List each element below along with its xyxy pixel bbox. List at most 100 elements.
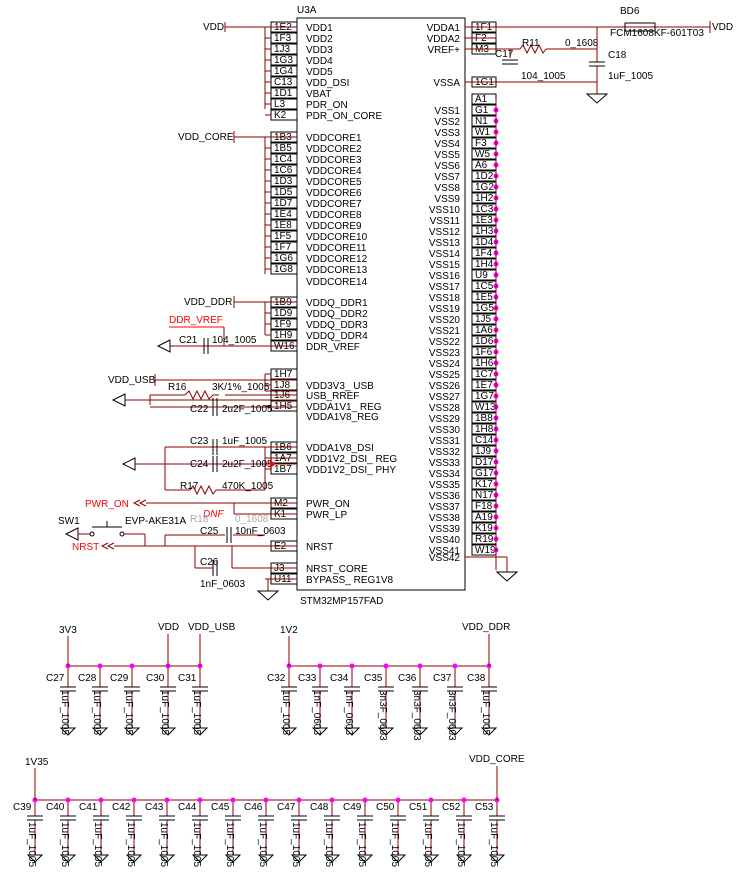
pin-name: PWR_LP [306,510,347,521]
pin-name: VSS14 [429,249,461,260]
r18-ref: R18 [190,514,209,525]
pin-number: D17 [475,457,494,468]
pin-number: 1F5 [274,231,292,242]
ground-symbol [191,854,209,863]
r18-value: 0_1608 [235,514,269,525]
capacitor-value: 1uF_1005 [422,822,433,867]
pin-number: 1C5 [475,281,494,292]
pin-number: K19 [475,523,493,534]
junction-dot [65,797,71,803]
capacitor-ref: C39 [13,802,32,813]
pin-name: VDDCORE7 [306,199,362,210]
pin-number: 1B8 [475,413,493,424]
pin-name: VDD4 [306,56,333,67]
decoupling-row-1: C271uF_1005C281uF_1005C291uF_1005C301uF_… [46,634,498,741]
pin-name: VSS26 [429,381,461,392]
pin-number: 1G5 [475,303,494,314]
capacitor-value: 1uF_1005 [191,690,202,735]
pin-name: VSS29 [429,414,461,425]
rail-label-vdd-usb: VDD_USB [188,622,236,633]
c24-ref: C24 [190,459,209,470]
capacitor-ref: C43 [145,802,164,813]
ground-symbol [323,854,341,863]
rail-label-vdd-ddr: VDD_DDR [462,622,510,633]
junction-dot [317,663,323,669]
ic-right-pins: 1F1VDDA1F2VDDA2M3VREF+1G1VSSAA1G1VSS1N1V… [427,21,499,564]
junction-dot [329,797,335,803]
ground-symbol [311,727,329,736]
c25-ref: C25 [200,526,219,537]
pin-number: 1G7 [475,391,494,402]
pin-number: A1 [475,94,488,105]
capacitor-value: 1uF_1005 [158,822,169,867]
capacitor-value: 1uF_1005 [356,822,367,867]
capacitor-value: 1nF_0603 [311,690,322,735]
pin-name: VREF+ [427,45,460,56]
c18-ref: C18 [608,50,627,61]
capacitor-value: 1uF_1005 [159,690,170,735]
pin-name: BYPASS_ REG1V8 [306,575,394,586]
pin-number: 1H9 [274,330,293,341]
pin-name: VDDA1V1_ REG [306,402,382,413]
pin-name: VDD1V2_DSI_ REG [306,454,397,465]
r17-value: 470K_1005 [222,481,274,492]
c26-value: 1nF_0603 [200,579,245,590]
c17-ref: C17 [495,49,514,60]
ground-symbol [280,727,298,736]
pin-number: 1H4 [475,259,494,270]
pin-number: F3 [475,138,487,149]
bd6-ref: BD6 [620,6,640,17]
r11-value: 0_1608 [565,38,599,49]
net-label-vdd-usb: VDD_USB [108,375,156,386]
pin-name: VSS24 [429,359,461,370]
pin-number: N17 [475,490,494,501]
pin-number: 1E8 [274,220,292,231]
pin-number: 1D2 [475,171,494,182]
pin-number: L3 [274,99,286,110]
capacitor-ref: C33 [298,673,317,684]
pin-name: VDDQ_DDR2 [306,309,368,320]
pin-number: 1H6 [475,358,494,369]
pin-name: VSS15 [429,260,461,271]
pin-number: W19 [475,545,496,556]
pin-number: 1D1 [274,88,293,99]
pin-name: VSS7 [434,172,460,183]
pin-name: VDDA1V8_DSI [306,443,374,454]
pin-name: VDDCORE12 [306,254,368,265]
pin-name: VSS27 [429,392,461,403]
pin-name: VDDCORE11 [306,243,367,254]
pin-name: VDDCORE6 [306,188,362,199]
pin-name: VSS23 [429,348,461,359]
pin-name: VDDA1V8_REG [306,412,379,423]
pin-name: VDDCORE10 [306,232,368,243]
c18-value: 1uF_1005 [608,71,653,82]
pin-name: VSS36 [429,491,461,502]
pin-number: 1D7 [274,198,293,209]
net-label-ddr-vref: DDR_VREF [169,315,223,326]
capacitor-ref: C31 [178,673,197,684]
capacitor-ref: C49 [343,802,362,813]
net-label-vdd: VDD [203,22,224,33]
pin-number: 1G4 [274,66,293,77]
junction-dot [129,663,135,669]
capacitor-ref: C52 [442,802,461,813]
c21-value: 104_1005 [212,335,257,346]
capacitor-ref: C45 [211,802,230,813]
pin-number: W13 [475,402,496,413]
capacitor-value: 1uF_1005 [26,822,37,867]
pin-name: VSS39 [429,524,461,535]
pin-number: G1 [475,105,489,116]
pin-name: VDDCORE8 [306,210,362,221]
sw1-value: EVP-AKE31A [125,516,186,527]
pin-name: VSS32 [429,447,461,458]
pin-number: 1F6 [475,347,493,358]
capacitor-ref: C27 [46,673,65,684]
pin-name: VDDCORE13 [306,265,368,276]
pin-name: VSS22 [429,337,461,348]
junction-dot [461,797,467,803]
ground-symbol [377,727,395,736]
pin-number: A19 [475,512,493,523]
capacitor-ref: C41 [79,802,98,813]
